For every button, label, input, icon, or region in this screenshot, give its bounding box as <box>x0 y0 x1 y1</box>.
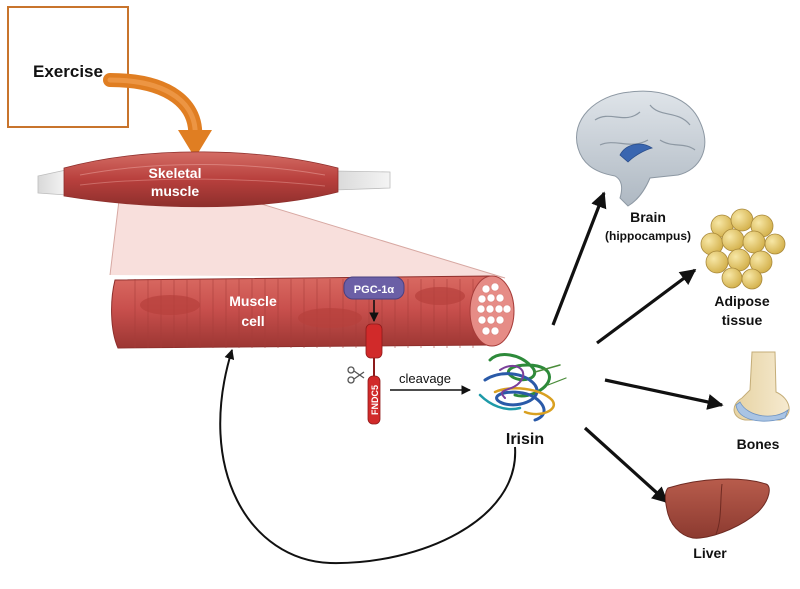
skeletal-muscle-label-2: muscle <box>151 183 199 199</box>
adipose-icon <box>700 208 786 290</box>
exercise-label: Exercise <box>33 62 103 81</box>
muscle-cell-label-1: Muscle <box>229 293 277 309</box>
arrow-to-bones <box>604 378 724 410</box>
irisin-label: Irisin <box>506 431 544 448</box>
bones-label: Bones <box>737 436 780 452</box>
pgc1a-label: PGC-1α <box>354 284 395 296</box>
cleavage-label: cleavage <box>399 371 451 386</box>
brain-icon <box>576 90 706 207</box>
liver-icon <box>664 478 770 539</box>
fndc5-label: FNDC5 <box>370 385 380 415</box>
adipose-label-1: Adipose <box>714 293 769 309</box>
arrow-to-adipose <box>596 268 697 345</box>
skeletal-muscle-label-1: Skeletal <box>149 165 202 181</box>
pgc1a-badge: PGC-1α <box>343 276 405 300</box>
scissors-icon <box>347 366 365 384</box>
muscle-cell: Muscle cell <box>111 275 515 349</box>
hippocampus-label: (hippocampus) <box>605 229 691 243</box>
fndc5-protein: FNDC5 <box>365 323 383 425</box>
zoom-cone <box>110 192 505 278</box>
adipose-label-2: tissue <box>722 312 763 328</box>
skeletal-muscle: Skeletal muscle <box>37 151 391 208</box>
feedback-arrow <box>219 349 517 565</box>
arrow-to-brain <box>551 191 607 326</box>
exercise-curved-arrow <box>103 73 212 158</box>
arrow-to-liver <box>583 426 669 504</box>
muscle-cell-label-2: cell <box>241 313 264 329</box>
bone-icon <box>733 351 790 422</box>
irisin-structure <box>478 353 567 422</box>
brain-label: Brain <box>630 209 666 225</box>
liver-label: Liver <box>693 545 727 561</box>
exercise-box: Exercise <box>7 6 129 128</box>
